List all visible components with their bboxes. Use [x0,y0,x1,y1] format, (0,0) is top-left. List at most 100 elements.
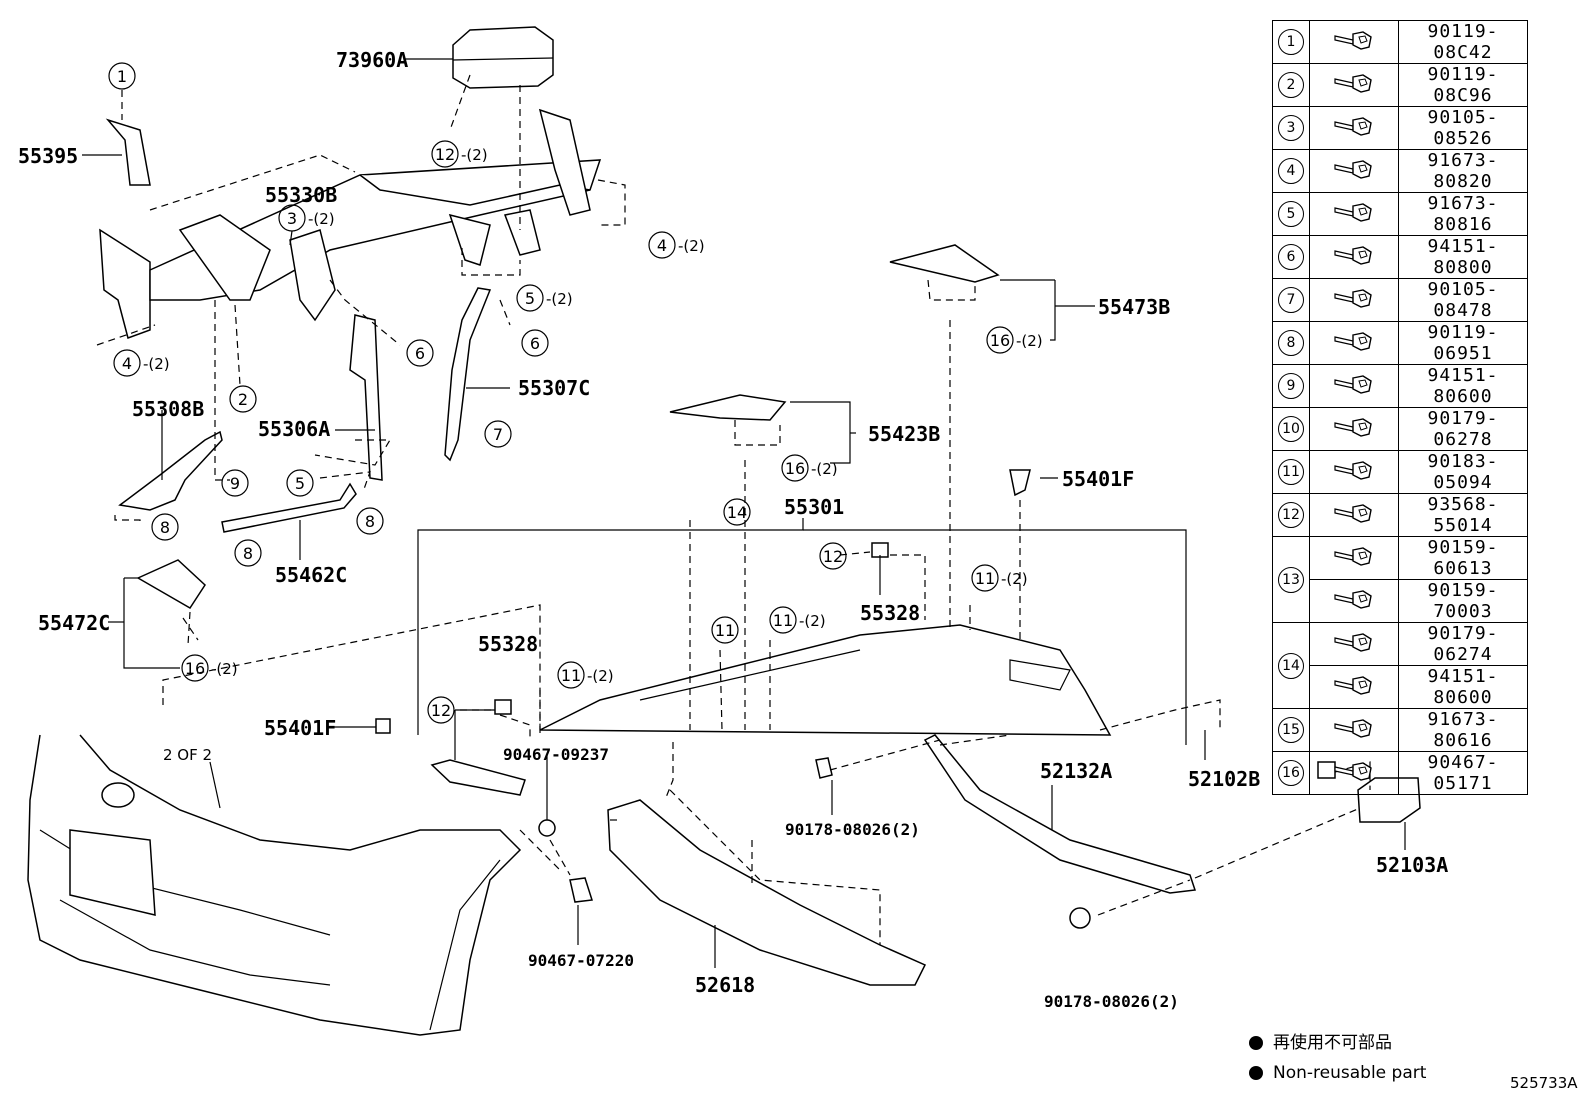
svg-text:12: 12 [823,547,843,566]
legend-row: 14 90179-06274 [1272,622,1528,709]
bolt-icon [1331,30,1377,58]
legend-row: 90159-70003 [1273,579,1528,623]
label-55307c: 55307C [518,376,590,400]
callout-ref-3: 3-(2) [278,204,335,232]
legend-part-number: 90159-60613 [1398,536,1528,580]
legend-ref-cell: 3 [1272,106,1310,150]
label-73960a: 73960A [336,48,408,72]
callout-ref-16-center: 16 -(2) [781,454,838,482]
svg-text:11: 11 [561,666,581,685]
svg-text:16: 16 [785,459,805,478]
svg-text:8: 8 [365,512,375,531]
bullet-icon [1249,1036,1263,1050]
legend-ref-number: 12 [1278,502,1304,528]
svg-text:-(2): -(2) [1001,570,1028,588]
svg-text:16: 16 [185,659,205,678]
svg-text:11: 11 [773,611,793,630]
svg-text:8: 8 [160,518,170,537]
legend-fastener-image [1309,63,1399,107]
callout-ref-8-c: 8 [234,539,262,567]
legend-ref-number: 9 [1278,373,1304,399]
svg-text:-(2): -(2) [308,210,335,228]
svg-text:16: 16 [990,331,1010,350]
svg-text:12: 12 [435,145,455,164]
legend-ref-number: 4 [1278,158,1304,184]
bolt-icon [1331,589,1377,617]
reinforcement-52132a [923,734,1197,894]
label-55306a: 55306A [258,417,330,441]
legend-ref-number: 13 [1278,566,1304,593]
svg-text:-(2): -(2) [546,290,573,308]
svg-text:12: 12 [431,701,451,720]
svg-text:4: 4 [122,354,132,373]
label-90178-08026-upper: 90178-08026(2) [785,820,920,839]
callout-ref-12-upper: 12 -(2) [431,140,488,168]
svg-text:-(2): -(2) [799,612,826,630]
legend-fastener-image [1309,278,1399,322]
callout-ref-4-lower: 4-(2) [113,349,170,377]
nut-90178-lower [1069,907,1091,929]
bolt-icon [1331,675,1377,703]
clip-55328-upper [871,542,889,558]
legend-part-number: 94151-80800 [1398,235,1528,279]
callout-ref-14: 14 [723,498,751,526]
svg-text:-(2): -(2) [811,460,838,478]
svg-text:7: 7 [493,425,503,444]
legend-ref-cell: 5 [1272,192,1310,236]
legend-part-number: 94151-80600 [1398,665,1528,709]
label-90467-07220: 90467-07220 [528,951,634,970]
front-bumper-cover [27,734,522,1036]
legend-ref-cell: 4 [1272,149,1310,193]
legend-fastener-image [1309,321,1399,365]
legend-ref-number: 3 [1278,115,1304,141]
legend-fastener-image [1309,751,1399,795]
legend-part-number: 90119-08C96 [1398,63,1528,107]
bullet-icon [1249,1066,1263,1080]
label-55301: 55301 [784,495,844,519]
bolt-icon [1331,761,1377,789]
svg-text:1: 1 [117,67,127,86]
legend-row: 13 90159-60613 [1272,536,1528,623]
legend-fastener-image [1309,364,1399,408]
legend-fastener-image [1309,149,1399,193]
footnote-english: Non-reusable part [1249,1058,1426,1088]
bolt-icon [1331,718,1377,746]
bolt-icon [1331,116,1377,144]
legend-ref-number: 2 [1278,72,1304,98]
svg-text:9: 9 [230,474,240,493]
label-55328-lower: 55328 [478,632,538,656]
legend-ref-cell: 14 [1272,622,1310,709]
bolt-icon [1331,288,1377,316]
legend-ref-number: 14 [1278,652,1304,679]
legend-part-number: 90119-06951 [1398,321,1528,365]
bolt-icon [1331,245,1377,273]
bolt-icon [1331,417,1377,445]
label-52102b: 52102B [1188,767,1260,791]
svg-text:5: 5 [295,474,305,493]
cover-55423b [669,394,787,421]
legend-ref-number: 7 [1278,287,1304,313]
legend-part-number: 94151-80600 [1398,364,1528,408]
svg-text:-(2): -(2) [461,146,488,164]
label-55401f-upper: 55401F [1062,467,1134,491]
bracket-55306a [349,314,383,481]
nut-90178-upper [815,757,833,779]
legend-ref-cell: 9 [1272,364,1310,408]
callout-ref-11-right: 11-(2) [971,564,1028,592]
cover-55473b [889,244,1000,283]
bolt-icon [1331,331,1377,359]
clip-55401f-lower [375,718,391,734]
legend-ref-cell: 7 [1272,278,1310,322]
label-55401f-lower: 55401F [264,716,336,740]
bolt-icon [1331,202,1377,230]
callout-ref-8-a: 8 [151,513,179,541]
legend-fastener-image [1309,407,1399,451]
legend-part-number: 90183-05094 [1398,450,1528,494]
legend-row: 2 90119-08C96 [1272,63,1528,107]
legend-part-number: 90179-06274 [1398,622,1528,666]
callout-ref-9: 9 [221,469,249,497]
legend-part-number: 90179-06278 [1398,407,1528,451]
legend-ref-number: 10 [1278,416,1304,442]
